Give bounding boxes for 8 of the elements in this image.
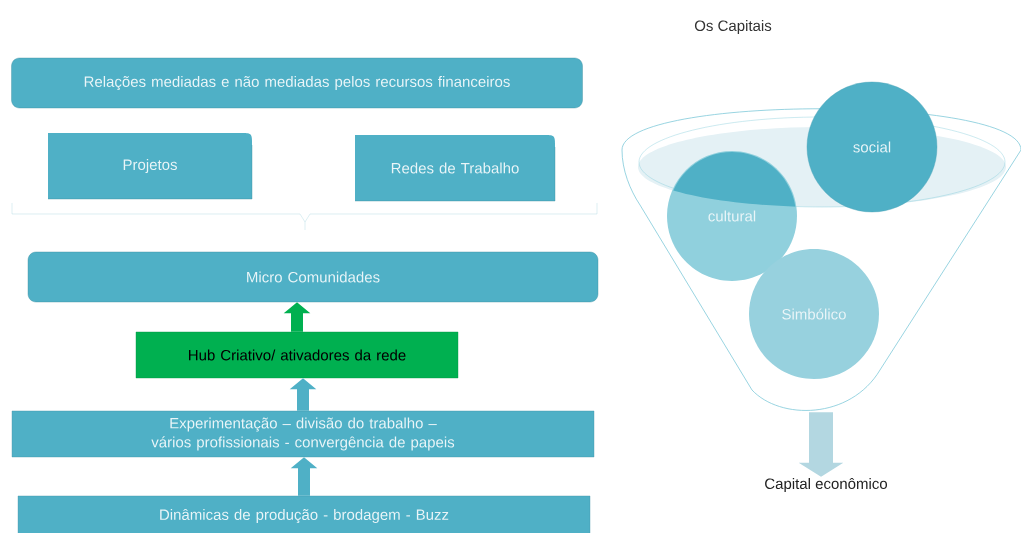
heading: Os Capitais [694,20,772,34]
header-box: Relações mediadas e não mediadas pelos recursos financeiros [11,57,583,109]
category-box: Projetos [47,133,253,200]
category-box: Redes de Trabalho [354,135,556,202]
result-label: Capital econômico [765,478,888,492]
process-box: Dinâmicas de produção - brodagem - Buzz [17,495,591,533]
process-box: Micro Comunidades [27,251,599,303]
hub-box: Hub Criativo/ ativadores da rede [135,331,459,379]
